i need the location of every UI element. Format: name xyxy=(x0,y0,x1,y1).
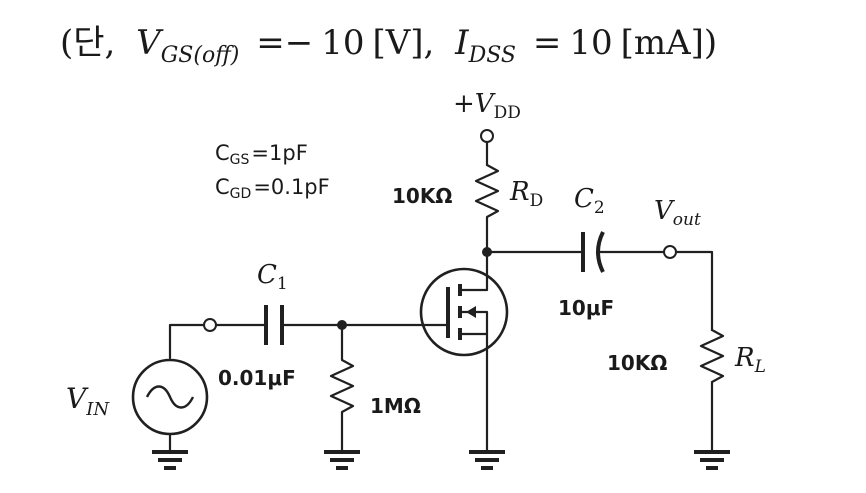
rl-value: 10KΩ xyxy=(607,351,667,375)
vdd-plus: + xyxy=(453,89,475,119)
close-paren: ) xyxy=(704,23,717,63)
c1-symbol: C xyxy=(257,260,277,290)
cgd-value: =0.1pF xyxy=(253,175,329,199)
vdd-terminal xyxy=(480,129,494,143)
c2-symbol: C xyxy=(574,184,594,214)
rl-label: RL xyxy=(734,343,766,377)
vdd-label: +VDD xyxy=(453,89,521,123)
vin-subscript: IN xyxy=(85,399,110,420)
cgs-note: CGS=1pF xyxy=(215,141,308,168)
condition-text: (단, VGS(off) =−10[V], IDSS =10[mA]) xyxy=(60,23,717,71)
cgs-symbol: C xyxy=(215,141,230,165)
vdd-symbol: V xyxy=(475,89,496,119)
rd-subscript: D xyxy=(530,191,544,211)
c2-subscript: 2 xyxy=(594,198,605,218)
rd-symbol: R xyxy=(509,177,530,207)
rg-ground xyxy=(324,450,360,470)
vgs-value: 10 xyxy=(321,23,364,63)
c2-plate-right xyxy=(596,231,605,273)
rl-ground xyxy=(694,450,730,470)
rg-resistor xyxy=(329,323,355,452)
vout-to-rl-wire xyxy=(674,250,714,332)
rd-label: RD xyxy=(509,177,543,211)
rl-symbol: R xyxy=(734,343,755,373)
vgs-unit: [V], xyxy=(372,23,434,63)
rg-value: 1MΩ xyxy=(370,394,421,418)
c1-value: 0.01μF xyxy=(218,366,296,390)
vgs-subscript: GS(off) xyxy=(161,43,240,68)
source-ground xyxy=(469,450,505,470)
sine-wave-icon xyxy=(145,385,195,409)
rd-value: 10KΩ xyxy=(392,184,452,208)
idss-subscript: DSS xyxy=(468,43,516,68)
vin-label: VIN xyxy=(66,382,110,420)
vin-ground xyxy=(152,450,188,470)
cgd-note: CGD=0.1pF xyxy=(215,175,330,202)
vin-symbol: V xyxy=(66,382,89,415)
vout-subscript: out xyxy=(673,210,701,230)
idss-equals: = xyxy=(533,23,562,63)
c2-value: 10μF xyxy=(558,296,614,320)
dan-label: 단, xyxy=(73,23,115,63)
c1-subscript: 1 xyxy=(277,274,288,294)
c1-label: C1 xyxy=(257,260,288,294)
vgs-symbol: V xyxy=(136,23,164,63)
c2-label: C2 xyxy=(574,184,605,218)
vout-terminal xyxy=(663,245,677,259)
rl-resistor xyxy=(699,328,725,452)
vgs-equals: =− xyxy=(256,23,313,63)
input-terminal xyxy=(203,318,217,332)
rl-subscript: L xyxy=(754,357,766,377)
idss-symbol: I xyxy=(454,23,469,63)
cgs-value: =1pF xyxy=(251,141,307,165)
vout-symbol: V xyxy=(654,196,675,226)
open-paren: ( xyxy=(60,23,73,63)
idss-value: 10 xyxy=(569,23,612,63)
vout-label: Vout xyxy=(654,196,701,230)
cgs-subscript: GS xyxy=(230,152,250,168)
vdd-subscript: DD xyxy=(494,103,521,123)
idss-unit: [mA] xyxy=(621,23,704,63)
mosfet-transistor xyxy=(419,250,509,452)
cgd-subscript: GD xyxy=(230,186,252,202)
vin-top-wire xyxy=(168,323,206,360)
cgd-symbol: C xyxy=(215,175,230,199)
rd-resistor xyxy=(474,163,500,252)
